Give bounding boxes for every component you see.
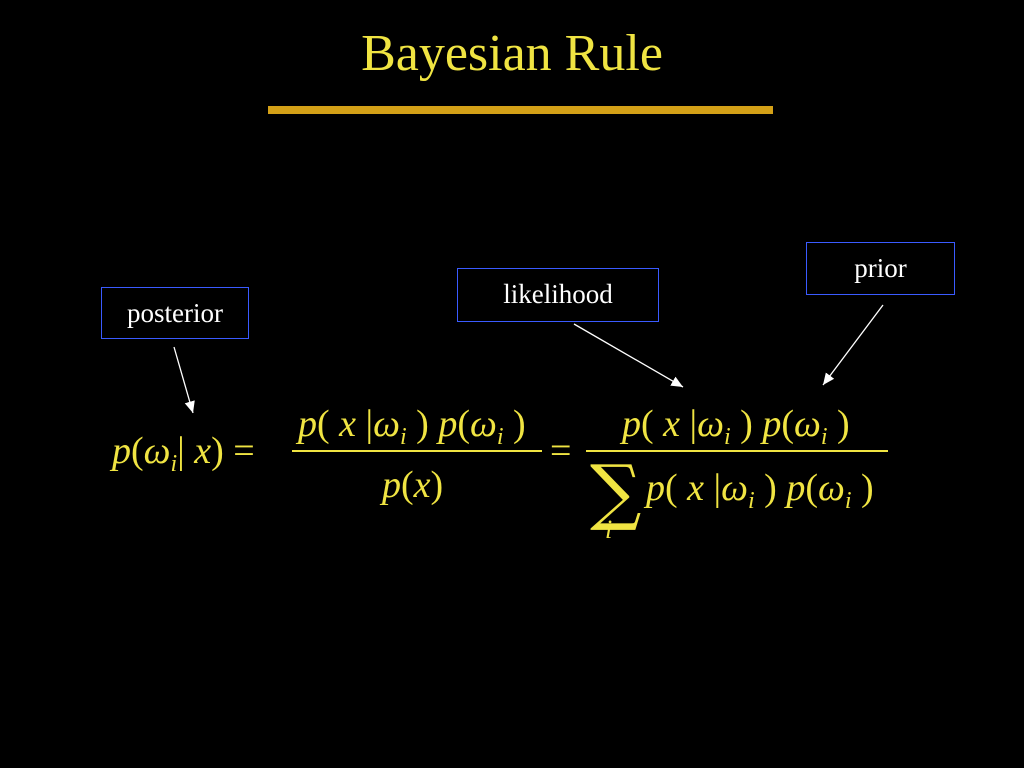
summation-index: i [605,515,613,544]
fraction1-numerator: p( x |ωi ) p(ωi ) [298,403,526,450]
fraction1-bar [292,450,542,452]
fraction2-bar [586,450,888,452]
equation-lhs: p(ωi| x) = [112,430,255,477]
prior-label: prior [854,253,907,283]
posterior-label: posterior [127,298,223,328]
fraction1-denominator: p(x) [382,464,444,506]
prior-label-box: prior [806,242,955,295]
equals-sign: = [550,430,572,472]
likelihood-label: likelihood [503,279,613,309]
posterior-label-box: posterior [101,287,249,339]
summation-symbol: ∑ [590,449,642,533]
likelihood-arrow [573,323,684,388]
slide-title: Bayesian Rule [361,25,663,82]
fraction2-denominator: p( x |ωi ) p(ωi ) [646,467,874,514]
prior-arrow [822,304,884,386]
title-underline [268,106,773,114]
likelihood-label-box: likelihood [457,268,659,322]
posterior-arrow [173,346,195,414]
fraction2-numerator: p( x |ωi ) p(ωi ) [622,403,850,450]
